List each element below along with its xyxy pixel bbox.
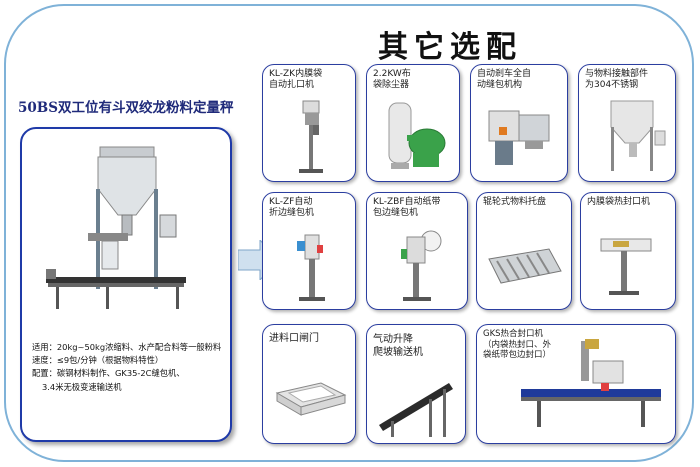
stainless-machine-image — [610, 100, 666, 171]
option-label: 进料口闸门 — [269, 333, 319, 344]
product-card: 适用：20kg~50kg浓缩料、水产配合料等一般粉料 速度：≤9包/分钟（根据物… — [20, 127, 232, 442]
product-panel: 50BS双工位有斗双绞龙粉料定量秤 适用：20kg~50kg浓缩料、水产配合料等… — [12, 70, 234, 442]
option-card-heat-sealer[interactable]: 内膜袋热封口机 — [580, 192, 676, 310]
gks-heat-sealer-image — [521, 339, 661, 427]
product-specs: 适用：20kg~50kg浓缩料、水产配合料等一般粉料 速度：≤9包/分钟（根据物… — [32, 341, 232, 394]
option-card-inlet-gate[interactable]: 进料口闸门 — [262, 324, 356, 444]
tape-sewing-image — [401, 230, 442, 301]
option-card-zk-tie-machine[interactable]: KL-ZK内膜袋 自动扎口机 — [262, 64, 356, 182]
option-card-zf-fold-sewing[interactable]: KL-ZF自动 折边缝包机 — [262, 192, 356, 310]
option-label: KL-ZF自动 折边缝包机 — [269, 197, 315, 218]
fold-sewing-image — [297, 234, 325, 301]
spec-application: 适用：20kg~50kg浓缩料、水产配合料等一般粉料 — [32, 342, 222, 352]
spec-configuration-cont: 3.4米无极变速输送机 — [42, 381, 122, 392]
spec-speed: 速度：≤9包/分钟（根据物料特性） — [32, 355, 164, 366]
option-card-roller-tray[interactable]: 辊轮式物料托盘 — [476, 192, 572, 310]
option-card-zbf-tape-sewing[interactable]: KL-ZBF自动纸带 包边缝包机 — [366, 192, 468, 310]
option-card-auto-brake-sewing[interactable]: 自动剎车全自 动缝包机构 — [470, 64, 568, 182]
roller-tray-image — [488, 248, 562, 284]
option-label: 与物料接触部件 为304不锈钢 — [585, 69, 649, 90]
option-label: 内膜袋热封口机 — [587, 197, 651, 207]
heat-sealer-image — [600, 238, 652, 295]
option-card-gks-heat-sealer[interactable]: GKS热合封口机 （内袋热封口、外 袋纸带包边封口） — [476, 324, 676, 444]
option-label: KL-ZBF自动纸带 包边缝包机 — [373, 197, 441, 218]
page-title: 其它选配 — [378, 30, 522, 65]
product-title: 50BS双工位有斗双绞龙粉料定量秤 — [18, 100, 234, 116]
option-label: 辊轮式物料托盘 — [483, 197, 547, 207]
auto-brake-sewing-image — [488, 110, 550, 165]
pneumatic-conveyor-image — [379, 383, 453, 437]
option-label: 2.2KW布 袋除尘器 — [373, 69, 411, 90]
option-card-dust-collector[interactable]: 2.2KW布 袋除尘器 — [366, 64, 460, 182]
option-label: KL-ZK内膜袋 自动扎口机 — [269, 69, 323, 90]
spec-configuration: 配置：碳钢材料制作、GK35-2C缝包机、 — [32, 368, 185, 379]
option-label: GKS热合封口机 （内袋热封口、外 袋纸带包边封口） — [483, 329, 552, 360]
option-card-stainless-parts[interactable]: 与物料接触部件 为304不锈钢 — [578, 64, 676, 182]
tie-machine-image — [299, 100, 323, 173]
inlet-gate-image — [275, 382, 347, 416]
option-label: 自动剎车全自 动缝包机构 — [477, 69, 532, 90]
dust-collector-image — [388, 102, 446, 169]
outer-frame — [4, 4, 694, 462]
product-machine-image — [46, 146, 186, 309]
option-label: 气动升降 爬坡输送机 — [373, 334, 423, 358]
option-card-pneumatic-conveyor[interactable]: 气动升降 爬坡输送机 — [366, 324, 466, 444]
